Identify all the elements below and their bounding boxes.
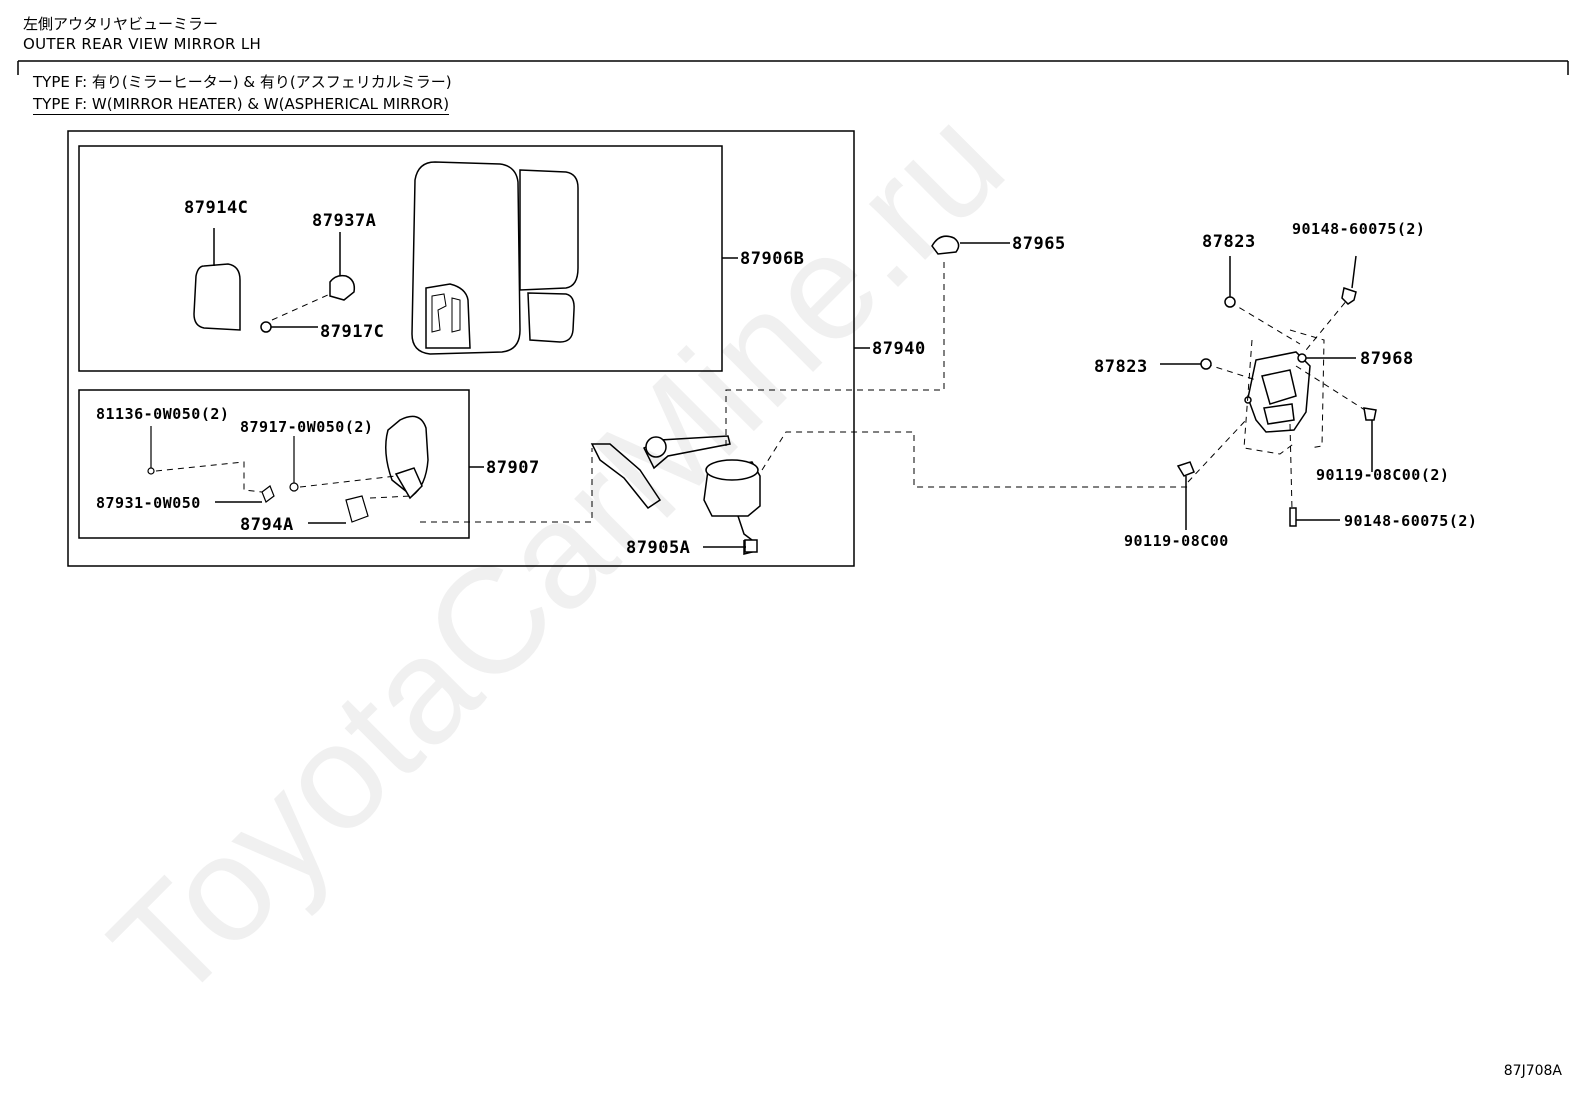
label-87823-mid: 87823 xyxy=(1094,357,1148,377)
label-87965: 87965 xyxy=(1012,234,1066,254)
screw-87917C xyxy=(260,293,331,333)
page-title-jp: 左側アウタリヤビューミラー xyxy=(23,15,219,33)
mirror-body-87907 xyxy=(385,415,429,500)
label-87907: 87907 xyxy=(486,458,540,478)
label-87937A: 87937A xyxy=(312,211,376,231)
label-90148-60075-bottom: 90148-60075(2) xyxy=(1344,512,1477,530)
dashed-links-bracket xyxy=(1187,293,1369,511)
label-87917-0W050: 87917-0W050(2) xyxy=(240,418,373,436)
label-90148-60075-top: 90148-60075(2) xyxy=(1292,220,1425,238)
section-bracket xyxy=(17,60,1569,75)
label-87917C: 87917C xyxy=(320,322,384,342)
small-parts xyxy=(147,426,299,503)
cover-87914C xyxy=(193,228,241,331)
dashed-links-main xyxy=(725,262,1188,488)
dashed-links-87907 xyxy=(155,448,593,523)
motor-87905A xyxy=(590,435,761,555)
watermark-text: ToyotaCarMine.ru xyxy=(79,77,1035,1033)
page-title-en: OUTER REAR VIEW MIRROR LH xyxy=(23,35,262,53)
label-87906B: 87906B xyxy=(740,249,804,269)
label-87905A: 87905A xyxy=(626,538,690,558)
assembly-box-87907 xyxy=(78,389,470,539)
bracket-8794A xyxy=(345,495,369,523)
mirror-glass-part xyxy=(411,161,579,355)
bolt-90119-right xyxy=(1363,407,1377,421)
label-87931-0W050: 87931-0W050 xyxy=(96,494,201,512)
label-87914C: 87914C xyxy=(184,198,248,218)
label-90119-08C00-bottom: 90119-08C00 xyxy=(1124,532,1229,550)
bolt-90148-top xyxy=(1341,287,1357,305)
label-81136-0W050: 81136-0W050(2) xyxy=(96,405,229,423)
bolt-90148-bottom xyxy=(1289,507,1297,527)
type-note-jp: TYPE F: 有り(ミラーヒーター) & 有り(アスフェリカルミラー) xyxy=(33,73,452,91)
diagram-code: 87J708A xyxy=(1503,1063,1562,1079)
fasteners-right xyxy=(1160,255,1377,530)
cap-87965 xyxy=(931,235,1010,255)
label-87940: 87940 xyxy=(872,339,926,359)
label-87823-top: 87823 xyxy=(1202,232,1256,252)
type-note-en: TYPE F: W(MIRROR HEATER) & W(ASPHERICAL … xyxy=(33,95,450,115)
label-90119-08C00-right: 90119-08C00(2) xyxy=(1316,466,1449,484)
bolt-90119-bottom xyxy=(1176,461,1195,477)
label-87968: 87968 xyxy=(1360,349,1414,369)
label-8794A: 8794A xyxy=(240,515,294,535)
clip-87937A xyxy=(329,232,356,301)
bracket-87968 xyxy=(1244,351,1311,433)
